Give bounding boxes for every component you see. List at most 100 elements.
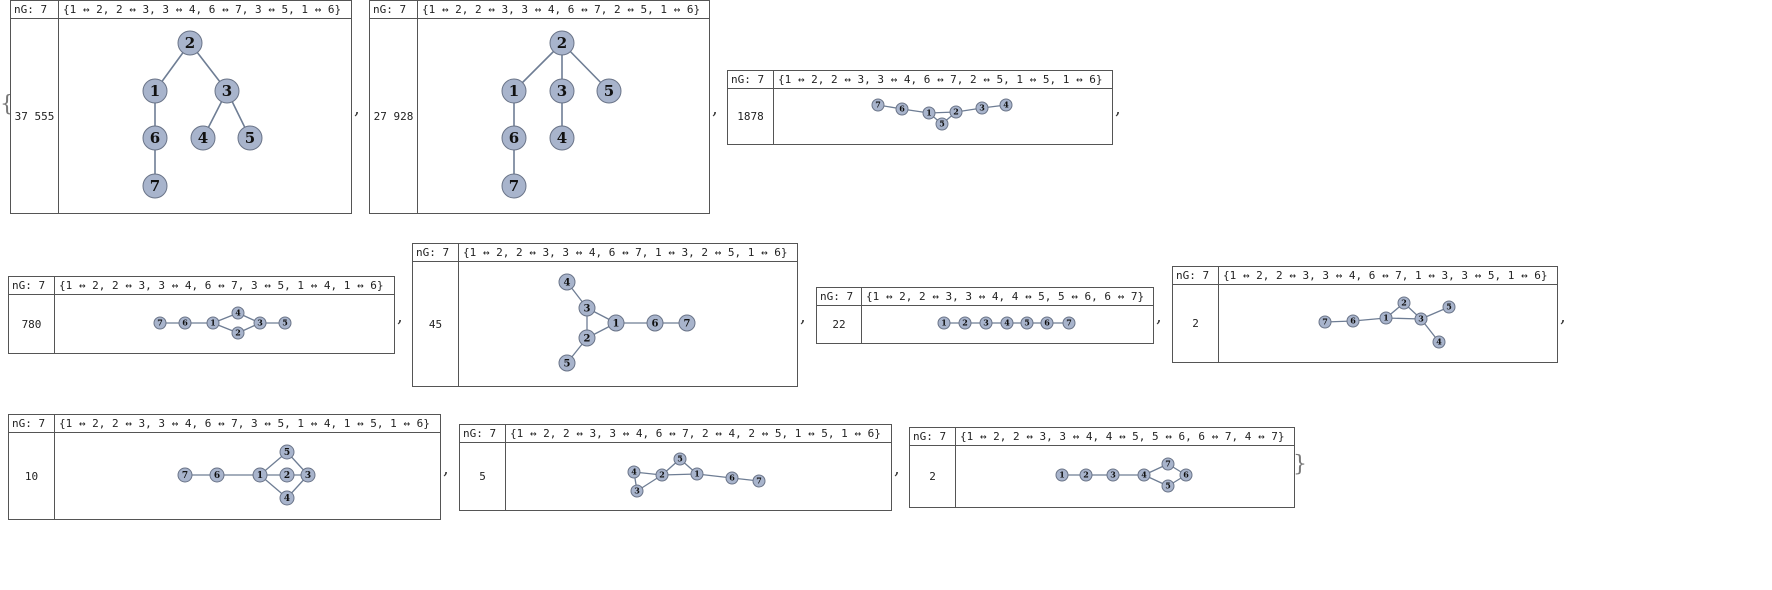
cell-header: nG: 7 {1 ↔ 2, 2 ↔ 3, 3 ↔ 4, 6 ↔ 7, 2 ↔ 5…	[370, 1, 709, 19]
graph-vertex: 1	[252, 467, 268, 483]
vertex-label: 4	[631, 467, 637, 477]
graph-vertex: 5	[596, 78, 622, 104]
graph-vertex: 6	[1179, 468, 1193, 482]
vertex-label: 3	[584, 303, 591, 314]
graph-vertex: 7	[678, 314, 696, 332]
graph-vertex: 2	[177, 30, 203, 56]
graph-vertex: 7	[177, 467, 193, 483]
vertex-circle	[278, 316, 292, 330]
edge-list-text: {1 ↔ 2, 2 ↔ 3, 3 ↔ 4, 6 ↔ 7, 3 ↔ 5, 1 ↔ …	[63, 3, 342, 16]
graph-vertex: 6	[209, 467, 225, 483]
vertex-label: 7	[756, 476, 762, 486]
vertex-label: 6	[1350, 316, 1356, 326]
graph-vertex: 7	[501, 173, 527, 199]
graph-vertex: 3	[549, 78, 575, 104]
graph-vertex: 6	[1040, 316, 1054, 330]
graph-vertex: 5	[1161, 479, 1175, 493]
edge-list-text: {1 ↔ 2, 2 ↔ 3, 3 ↔ 4, 6 ↔ 7, 3 ↔ 5, 1 ↔ …	[59, 417, 430, 430]
separator: ,	[443, 458, 449, 479]
graph-vertex: 4	[999, 98, 1013, 112]
vertex-label: 4	[235, 308, 241, 318]
ng-label: nG: 7	[1173, 267, 1219, 284]
ng-label: nG: 7	[370, 1, 418, 18]
vertex-circle	[871, 98, 885, 112]
count-value: 780	[9, 295, 55, 353]
vertex-circle	[627, 465, 641, 479]
graph-vertex: 7	[1062, 316, 1076, 330]
separator: ,	[1560, 306, 1566, 327]
vertex-label: 5	[1446, 302, 1452, 312]
vertex-label: 6	[182, 318, 188, 328]
vertex-circle	[206, 316, 220, 330]
vertex-label: 6	[509, 129, 519, 147]
graph-vertex: 4	[1000, 316, 1014, 330]
vertex-label: 3	[222, 82, 232, 100]
vertex-circle	[958, 316, 972, 330]
graph-vertex: 1	[142, 78, 168, 104]
graph-drawing: 4 3 1 25 6 7	[558, 273, 696, 372]
vertex-label: 5	[939, 119, 945, 129]
graph-vertex: 6	[1346, 314, 1360, 328]
vertex-circle	[1346, 314, 1360, 328]
ng-label: nG: 7	[460, 425, 506, 442]
vertex-circle	[237, 125, 263, 151]
cell-header: nG: 7 {1 ↔ 2, 2 ↔ 3, 3 ↔ 4, 6 ↔ 7, 2 ↔ 5…	[728, 71, 1112, 89]
vertex-circle	[752, 474, 766, 488]
graph-vertex: 2	[1079, 468, 1093, 482]
vertex-label: 2	[557, 34, 567, 52]
vertex-label: 2	[584, 333, 591, 344]
graph-cell: nG: 7 {1 ↔ 2, 2 ↔ 3, 3 ↔ 4, 6 ↔ 7, 3 ↔ 5…	[8, 276, 395, 354]
graph-vertex: 2	[549, 30, 575, 56]
vertex-circle	[922, 106, 936, 120]
graph-vertex: 5	[673, 452, 687, 466]
vertex-circle	[1000, 316, 1014, 330]
vertex-label: 7	[509, 177, 519, 195]
graph-vertex: 1	[1055, 468, 1069, 482]
vertex-label: 1	[257, 471, 263, 481]
graph-cell: nG: 7 {1 ↔ 2, 2 ↔ 3, 3 ↔ 4, 6 ↔ 7, 2 ↔ 4…	[459, 424, 892, 511]
vertex-label: 6	[1183, 470, 1189, 480]
vertex-label: 7	[684, 318, 691, 329]
graph-vertex: 5	[558, 354, 576, 372]
vertex-circle	[578, 329, 596, 347]
vertex-label: 4	[557, 129, 567, 147]
vertex-label: 2	[659, 470, 665, 480]
vertex-circle	[975, 101, 989, 115]
separator: ,	[397, 306, 403, 327]
graph-vertex: 6	[142, 125, 168, 151]
vertex-circle	[177, 30, 203, 56]
vertex-circle	[501, 125, 527, 151]
cell-header: nG: 7 {1 ↔ 2, 2 ↔ 3, 3 ↔ 4, 6 ↔ 7, 3 ↔ 5…	[9, 415, 440, 433]
graph-vertex: 1	[922, 106, 936, 120]
vertex-circle	[655, 468, 669, 482]
graph-vertex: 7	[1318, 315, 1332, 329]
vertex-label: 4	[1003, 100, 1009, 110]
vertex-circle	[178, 316, 192, 330]
ng-label: nG: 7	[910, 428, 956, 445]
vertex-circle	[596, 78, 622, 104]
vertex-label: 1	[926, 108, 932, 118]
vertex-circle	[1379, 311, 1393, 325]
vertex-label: 4	[564, 277, 571, 288]
edge-list-text: {1 ↔ 2, 2 ↔ 3, 3 ↔ 4, 4 ↔ 5, 5 ↔ 6, 6 ↔ …	[960, 430, 1285, 443]
vertex-circle	[190, 125, 216, 151]
graph-vertex: 4	[1432, 335, 1446, 349]
graph-vertex: 1	[607, 314, 625, 332]
vertex-label: 6	[652, 318, 659, 329]
vertex-label: 3	[634, 486, 640, 496]
vertex-label: 3	[305, 471, 311, 481]
graph-cell: nG: 7 {1 ↔ 2, 2 ↔ 3, 3 ↔ 4, 4 ↔ 5, 5 ↔ 6…	[909, 427, 1295, 508]
vertex-label: 6	[1044, 318, 1050, 328]
cell-header: nG: 7 {1 ↔ 2, 2 ↔ 3, 3 ↔ 4, 6 ↔ 7, 1 ↔ 3…	[1173, 267, 1557, 285]
edge-list-text: {1 ↔ 2, 2 ↔ 3, 3 ↔ 4, 6 ↔ 7, 2 ↔ 5, 1 ↔ …	[778, 73, 1103, 86]
graph-cell: nG: 7 {1 ↔ 2, 2 ↔ 3, 3 ↔ 4, 6 ↔ 7, 3 ↔ 5…	[8, 414, 441, 520]
graph-vertex: 4	[627, 465, 641, 479]
graph-vertex: 7	[1161, 457, 1175, 471]
graph-vertex: 2	[231, 326, 245, 340]
vertex-label: 5	[282, 318, 288, 328]
